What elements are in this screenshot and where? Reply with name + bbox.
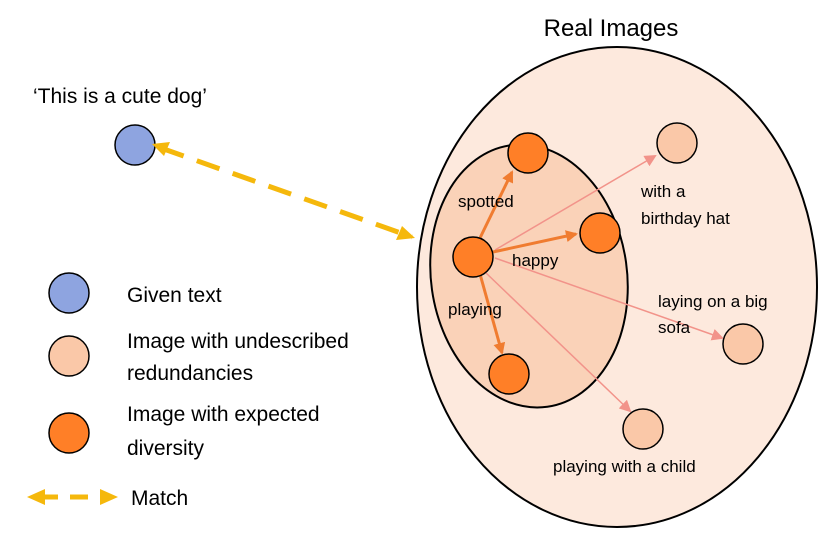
- legend-undescribed-1: Image with undescribed: [127, 330, 349, 353]
- arrow-happy: [492, 230, 578, 254]
- node-birthday: [656, 122, 698, 164]
- legend-match-arrowhead-right: [100, 489, 118, 505]
- label-child: playing with a child: [553, 457, 696, 476]
- label-playing: playing: [448, 300, 502, 319]
- match-arrowhead-left: [152, 142, 170, 156]
- legend-given-text-swatch: [48, 272, 90, 314]
- label-birthday-1: with a: [640, 182, 686, 201]
- legend-expected-2: diversity: [127, 437, 205, 460]
- title: Real Images: [544, 15, 679, 42]
- legend: Given text Image with undescribed redund…: [27, 272, 349, 510]
- legend-match: Match: [131, 487, 188, 510]
- arrow-sofa: [494, 257, 724, 341]
- query-text: ‘This is a cute dog’: [33, 85, 207, 108]
- legend-expected-swatch: [48, 412, 90, 454]
- label-happy: happy: [512, 251, 559, 270]
- node-center: [452, 236, 494, 278]
- given-text-node: [114, 124, 156, 166]
- node-child: [622, 408, 664, 450]
- label-sofa-1: laying on a big: [658, 292, 768, 311]
- legend-undescribed-2: redundancies: [127, 362, 253, 385]
- match-arrow: [160, 145, 413, 240]
- arrow-birthday: [494, 154, 657, 251]
- label-sofa-2: sofa: [658, 318, 691, 337]
- node-spotted: [507, 132, 549, 174]
- legend-expected-1: Image with expected: [127, 403, 320, 426]
- label-birthday-2: birthday hat: [641, 209, 730, 228]
- match-arrowhead-right: [396, 226, 415, 240]
- node-sofa: [722, 323, 764, 365]
- node-playing: [488, 353, 530, 395]
- arrow-playing: [478, 273, 506, 355]
- arrow-child: [484, 271, 632, 413]
- legend-given-text: Given text: [127, 284, 222, 307]
- legend-match-arrowhead-left: [27, 489, 45, 505]
- legend-undescribed-swatch: [48, 335, 90, 377]
- arrow-spotted: [478, 170, 514, 239]
- node-happy: [579, 212, 621, 254]
- label-spotted: spotted: [458, 192, 514, 211]
